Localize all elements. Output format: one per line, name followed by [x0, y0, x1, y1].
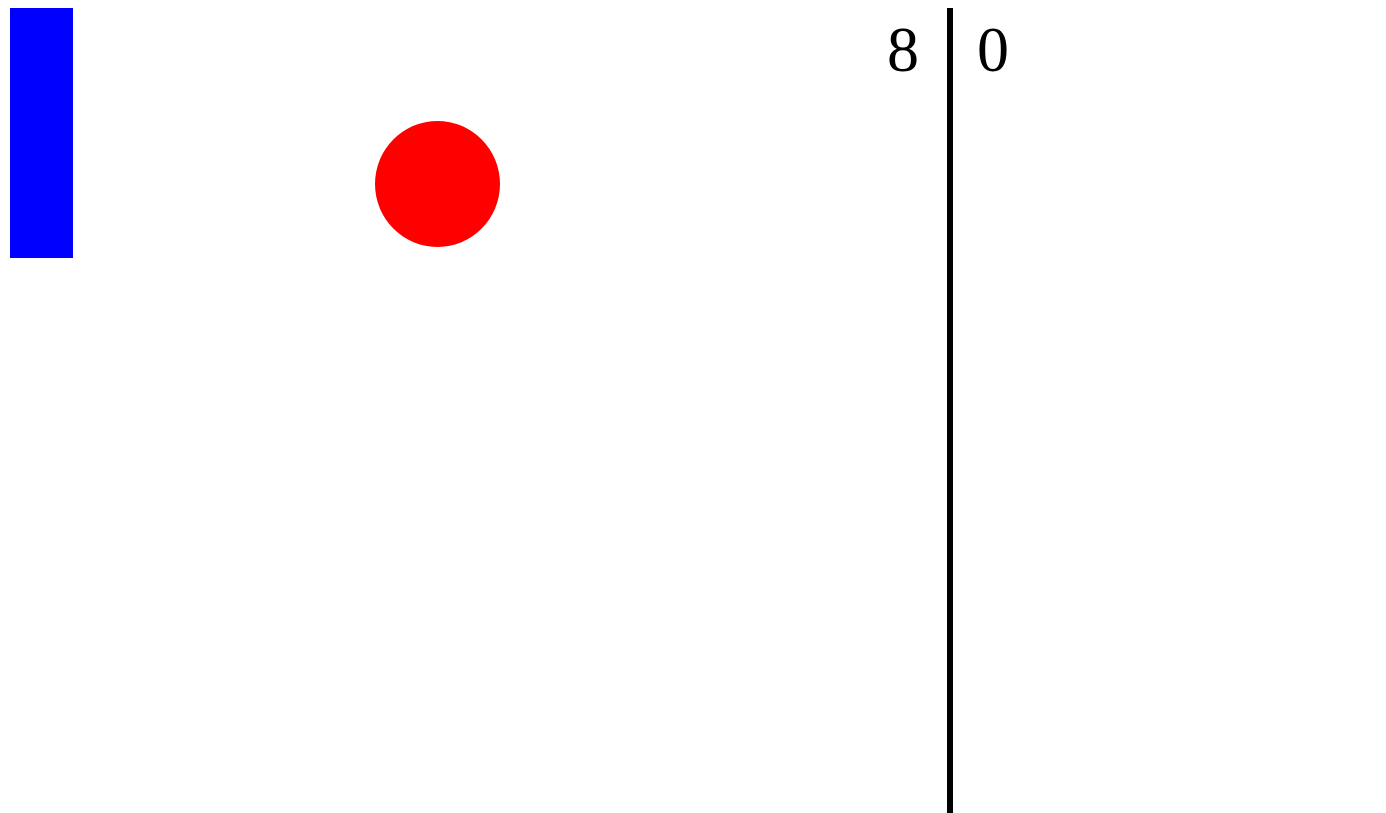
left-paddle[interactable] — [10, 8, 73, 258]
left-player-score: 8 — [887, 14, 919, 85]
right-player-score: 0 — [977, 14, 1009, 85]
ball — [375, 121, 500, 247]
center-net-line — [947, 8, 953, 813]
